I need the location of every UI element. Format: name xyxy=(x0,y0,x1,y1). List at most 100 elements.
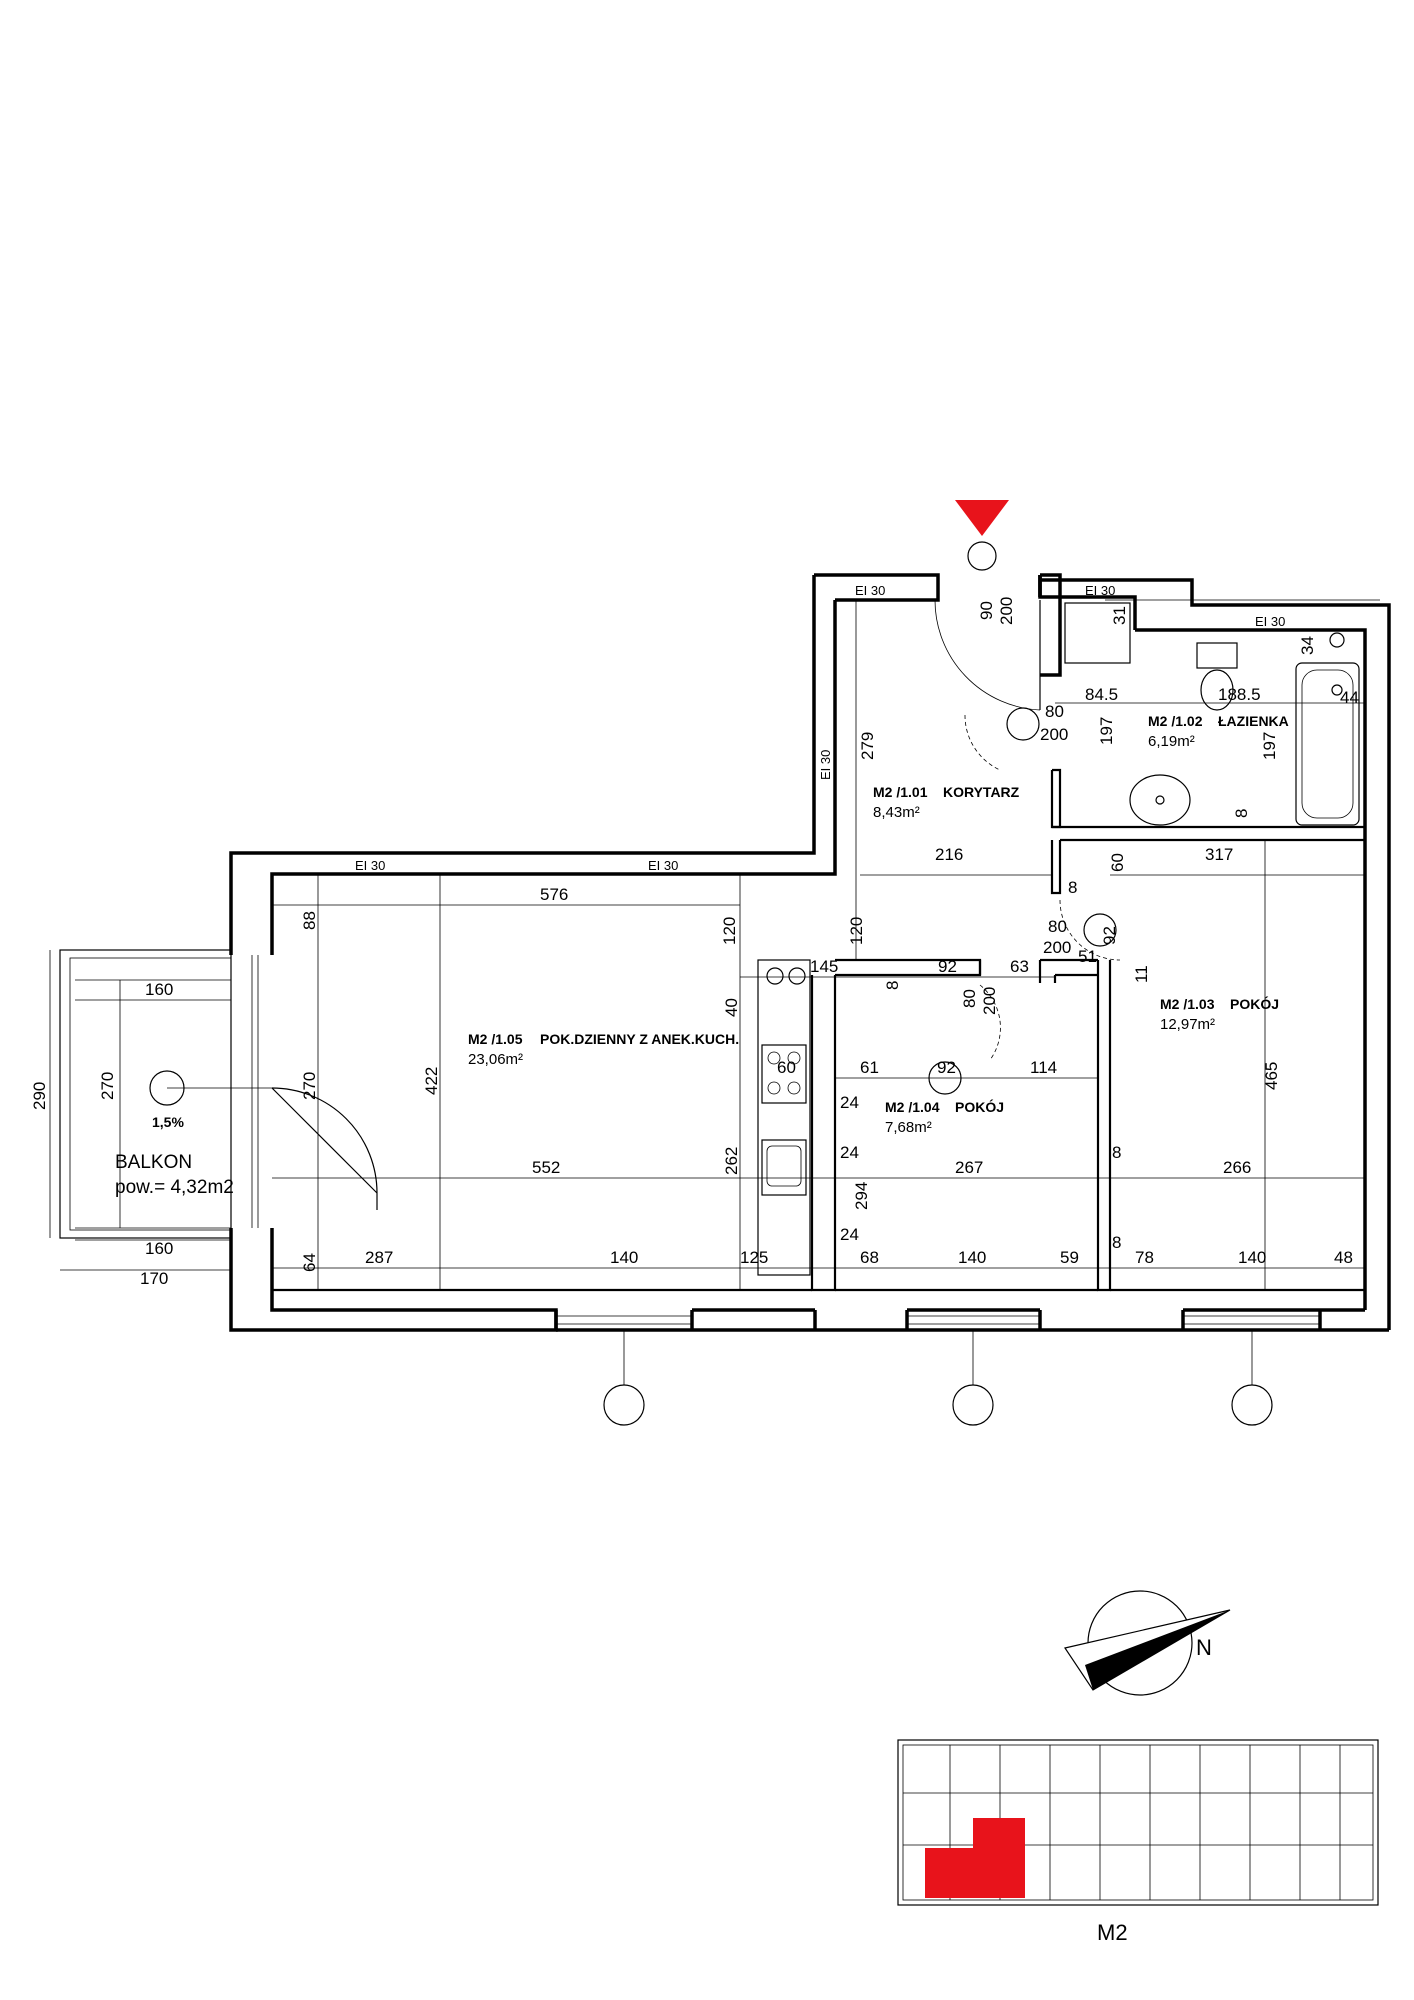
dimension-texts: 90 200 80 200 279 216 84.5 188.5 197 197… xyxy=(30,597,1359,1288)
windows xyxy=(251,955,1320,1325)
balcony-name: BALKON xyxy=(115,1152,192,1173)
room-102-area: 6,19m² xyxy=(1148,733,1195,750)
dim-room103-465: 465 xyxy=(1262,1062,1281,1090)
axis-bubbles xyxy=(603,707,1273,1426)
dim-room103-door-w: 80 xyxy=(1048,917,1067,936)
sink-icon xyxy=(1129,774,1191,826)
balcony-area: pow.= 4,32m2 xyxy=(115,1177,234,1198)
dim-kitchen-60: 60 xyxy=(777,1058,796,1077)
dim-51: 51 xyxy=(1078,947,1097,966)
dim-11: 11 xyxy=(1132,965,1151,983)
doors xyxy=(271,599,1121,1210)
dim-room104-door-h: 200 xyxy=(980,987,999,1015)
kitchen-fixtures xyxy=(757,959,811,1276)
dim-bath-188-5: 188.5 xyxy=(1218,685,1261,704)
room-103-area: 12,97m² xyxy=(1160,1016,1215,1033)
stove-icon xyxy=(761,1044,807,1104)
ei-label-living-left: EI 30 xyxy=(355,858,385,873)
balcony-slope: 1,5% xyxy=(152,1114,184,1130)
dim-294: 294 xyxy=(852,1182,871,1210)
dim-living-40: 40 xyxy=(722,998,741,1017)
room-101-id: M2 /1.01 xyxy=(873,784,928,800)
room-102-id: M2 /1.02 xyxy=(1148,713,1203,729)
dim-room104-267: 267 xyxy=(955,1158,983,1177)
dim-living-552: 552 xyxy=(532,1158,560,1177)
key-plan-label: M2 xyxy=(1097,1920,1128,1945)
dim-balcony-170: 170 xyxy=(140,1269,168,1288)
dim-room104-68: 68 xyxy=(860,1248,879,1267)
room-104-name: POKÓJ xyxy=(955,1098,1004,1115)
dim-win3-140: 140 xyxy=(1238,1248,1266,1267)
dim-wall-8c: 8 xyxy=(1112,1143,1121,1162)
ei-label-corridor-top: EI 30 xyxy=(855,583,885,598)
key-plan: M2 xyxy=(897,1739,1379,1945)
dim-room103-78: 78 xyxy=(1135,1248,1154,1267)
dim-room104-59: 59 xyxy=(1060,1248,1079,1267)
north-arrow: N xyxy=(1064,1590,1231,1696)
room-101-area: 8,43m² xyxy=(873,804,920,821)
bathroom-fixtures xyxy=(1064,602,1360,826)
dim-room104-door-w: 80 xyxy=(960,989,979,1008)
dim-living-63: 63 xyxy=(1010,957,1029,976)
dim-entry-door-w: 90 xyxy=(977,601,996,620)
room-101-name: KORYTARZ xyxy=(943,784,1020,800)
ei-label-bath-top: EI 30 xyxy=(1085,583,1115,598)
dim-room103-door-h: 200 xyxy=(1043,938,1071,957)
dim-bath-44: 44 xyxy=(1340,688,1359,707)
room-105-id: M2 /1.05 xyxy=(468,1031,523,1047)
dim-living-422: 422 xyxy=(422,1067,441,1095)
dim-living-270: 270 xyxy=(300,1072,319,1100)
dim-balcony-160a: 160 xyxy=(145,980,173,999)
dim-living-145: 145 xyxy=(810,957,838,976)
ei-label-corridor-side: EI 30 xyxy=(818,750,833,780)
dimension-lines xyxy=(49,599,1380,1290)
dim-bath-34: 34 xyxy=(1298,636,1317,655)
dim-living-64: 64 xyxy=(300,1253,319,1272)
north-label: N xyxy=(1196,1635,1212,1660)
ei-label-living-right: EI 30 xyxy=(648,858,678,873)
outer-walls xyxy=(229,573,1391,1332)
dim-corr-door-h: 200 xyxy=(1040,725,1068,744)
room-102-name: ŁAZIENKA xyxy=(1218,713,1289,729)
dim-bath-84-5: 84.5 xyxy=(1085,685,1118,704)
dim-room104-92: 92 xyxy=(937,1058,956,1077)
washing-machine-icon xyxy=(1064,602,1131,664)
fridge-icon xyxy=(766,967,784,985)
dim-bath-197-right: 197 xyxy=(1260,732,1279,760)
dim-room103-266: 266 xyxy=(1223,1158,1251,1177)
room-104-id: M2 /1.04 xyxy=(885,1099,940,1115)
dim-living-287: 287 xyxy=(365,1248,393,1267)
room-103-name: POKÓJ xyxy=(1230,995,1279,1012)
dim-bath-8: 8 xyxy=(1232,809,1251,818)
dim-bath-31: 31 xyxy=(1110,606,1129,625)
toilet-icon xyxy=(1196,642,1238,669)
dim-room104-61: 61 xyxy=(860,1058,879,1077)
dim-24b: 24 xyxy=(840,1143,859,1162)
room-103-id: M2 /1.03 xyxy=(1160,996,1215,1012)
dim-room103-317: 317 xyxy=(1205,845,1233,864)
room-105-area: 23,06m² xyxy=(468,1051,523,1068)
dim-corr-279: 279 xyxy=(858,732,877,760)
dim-corr-door-w: 80 xyxy=(1045,702,1064,721)
dim-living-125: 125 xyxy=(740,1248,768,1267)
dim-corr-216: 216 xyxy=(935,845,963,864)
dim-room103-48: 48 xyxy=(1334,1248,1353,1267)
room-104-area: 7,68m² xyxy=(885,1119,932,1136)
entry-bubble xyxy=(967,541,997,571)
entry-marker xyxy=(955,500,1009,536)
dim-win1-140: 140 xyxy=(610,1248,638,1267)
balcony xyxy=(59,949,272,1239)
room-105-name: POK.DZIENNY Z ANEK.KUCH. xyxy=(540,1031,739,1047)
kitchen-sink-icon xyxy=(761,1139,807,1196)
dim-balcony-290: 290 xyxy=(30,1082,49,1110)
dim-living-92: 92 xyxy=(938,957,957,976)
dim-living-120a: 120 xyxy=(720,917,739,945)
dim-wall-8b: 8 xyxy=(883,981,902,990)
dim-living-262: 262 xyxy=(722,1147,741,1175)
interior-walls xyxy=(272,768,1365,1292)
bathtub-icon xyxy=(1295,662,1360,826)
dim-24c: 24 xyxy=(840,1225,859,1244)
dim-balcony-160b: 160 xyxy=(145,1239,173,1258)
key-plan-highlight xyxy=(925,1818,1025,1898)
